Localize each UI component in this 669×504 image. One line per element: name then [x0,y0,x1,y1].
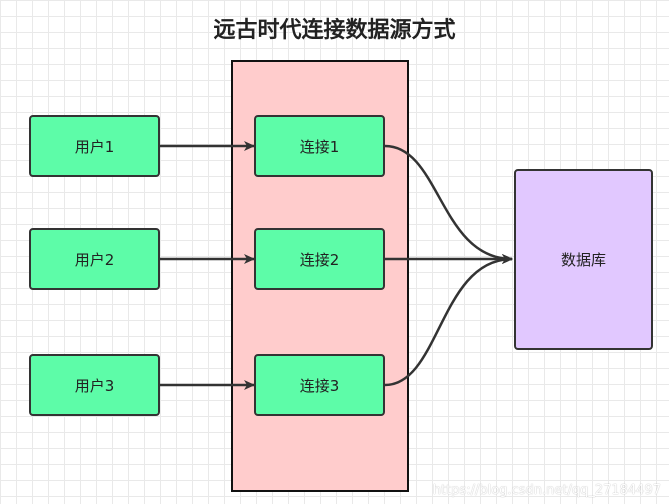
arrow-connection1-to-database [384,144,513,264]
arrow-connection3-to-database [384,254,513,387]
diagram-title: 远古时代连接数据源方式 [213,18,456,43]
connection-node-2: 连接2 [254,228,385,290]
watermark-url: https://blog.csdn.net/qq_27184497 [432,483,661,498]
user-node-2: 用户2 [29,228,160,290]
user-node-1: 用户1 [29,115,160,177]
connection-node-1: 连接1 [254,115,385,177]
user-node-3: 用户3 [29,354,160,416]
database-node: 数据库 [514,169,653,350]
connection-node-3: 连接3 [254,354,385,416]
